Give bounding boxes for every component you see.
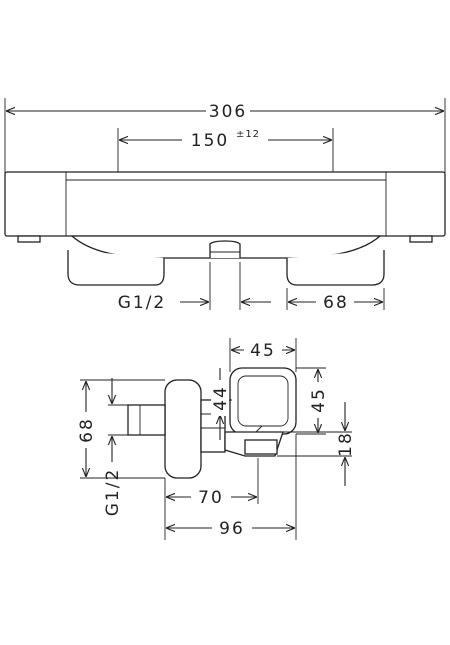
front-view: 306 150 ±12 G1/2 68 [4, 98, 446, 313]
dim-label-70: 70 [198, 488, 224, 508]
dim-label-18: 18 [336, 431, 356, 457]
dim-label-68-top: 68 [323, 293, 349, 313]
wall-stub [127, 404, 166, 436]
dim-label-45-width: 45 [250, 341, 276, 361]
dim-label-96: 96 [219, 519, 245, 539]
handle-square [229, 367, 297, 435]
dim-tolerance-150: ±12 [236, 129, 260, 140]
dim-label-g12-side: G1/2 [103, 468, 123, 517]
mixer-body [4, 171, 446, 237]
dim-label-45-height: 45 [309, 387, 329, 413]
side-view: 45 68 G1/2 44 [76, 338, 356, 540]
dim-label-68-side: 68 [77, 417, 97, 443]
dim-label-150: 150 [191, 131, 229, 151]
right-connector [286, 250, 385, 286]
spout [209, 240, 241, 258]
dim-label-306: 306 [209, 102, 247, 122]
dim-label-g12-top: G1/2 [118, 293, 167, 313]
left-connector [67, 250, 165, 286]
dim-label-44: 44 [211, 385, 231, 411]
wall-plate [164, 379, 202, 479]
